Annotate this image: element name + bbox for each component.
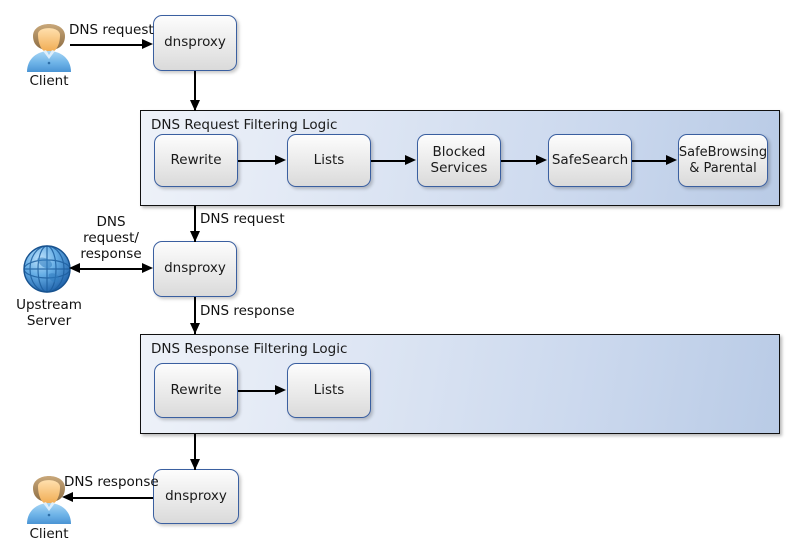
edge-label-client-to-proxy: DNS request: [69, 22, 154, 38]
edge-rewrite-to-lists-line: [238, 160, 276, 162]
edge-proxy-to-client-line: [70, 497, 153, 499]
actor-caption-line2: Server: [26, 312, 72, 329]
edge-upstream-exchange-line: [79, 268, 143, 270]
response-filtering-title: DNS Response Filtering Logic: [151, 341, 348, 357]
actor-caption-line1: Upstream: [16, 297, 82, 313]
stage-label: Rewrite: [170, 151, 222, 168]
stage-rewrite-request[interactable]: Rewrite: [154, 134, 238, 187]
edge-client-to-proxy-arrowhead: [142, 38, 153, 49]
edge-client-to-proxy-line: [70, 44, 143, 46]
stage-label: Lists: [313, 151, 345, 168]
stage-rewrite-response[interactable]: Rewrite: [154, 363, 238, 418]
stage-label-line2: & Parental: [689, 160, 757, 176]
stage-label: Rewrite: [170, 381, 222, 398]
edge-label-proxy-to-respfilter: DNS response: [200, 303, 295, 319]
stage-safesearch[interactable]: SafeSearch: [548, 134, 632, 187]
edge-resp-rewrite-to-lists-arrowhead: [275, 384, 286, 395]
stage-label: Lists: [313, 381, 345, 398]
actor-client-top: Client: [19, 14, 79, 89]
edge-upstream-exchange-arrowhead-left: [69, 262, 80, 273]
edge-label-line1: DNS: [96, 214, 126, 230]
stage-lists-response[interactable]: Lists: [287, 363, 371, 418]
request-filtering-title: DNS Request Filtering Logic: [151, 117, 338, 133]
actor-client-bottom: Client: [19, 466, 79, 544]
stage-lists-request[interactable]: Lists: [287, 134, 371, 187]
edge-label-proxy-to-client: DNS response: [64, 474, 159, 490]
edge-label-reqfilter-to-proxy: DNS request: [200, 211, 285, 227]
edge-upstream-exchange-arrowhead-right: [142, 262, 153, 273]
dnsproxy-middle-box[interactable]: dnsproxy: [153, 241, 237, 297]
globe-icon: [23, 245, 71, 293]
edge-reqfilter-to-proxy-line: [194, 206, 196, 242]
edge-rewrite-to-lists-arrowhead: [275, 154, 286, 165]
actor-caption: Upstream Server: [4, 297, 94, 330]
edge-proxy-to-respfilter-arrowhead: [189, 323, 200, 334]
edge-respfilter-to-proxy-line: [194, 434, 196, 470]
stage-blocked-services[interactable]: Blocked Services: [417, 134, 501, 187]
actor-caption: Client: [29, 73, 69, 89]
stage-label-line1: Blocked: [432, 143, 486, 160]
edge-respfilter-to-proxy-arrowhead: [189, 459, 200, 470]
edge-lists-to-blocked-line: [371, 160, 406, 162]
actor-caption: Client: [29, 526, 69, 542]
stage-label-line2: Services: [430, 159, 488, 176]
stage-safebrowsing-parental[interactable]: SafeBrowsing & Parental: [678, 134, 768, 187]
edge-label-line3: response: [80, 245, 142, 262]
dnsproxy-top-box[interactable]: dnsproxy: [153, 15, 237, 71]
actor-upstream-server: Upstream Server: [16, 243, 82, 329]
edge-proxy-to-reqfilter-line: [194, 71, 196, 111]
user-avatar-icon: [27, 24, 71, 72]
stage-label: SafeSearch: [551, 151, 629, 168]
edge-label-upstream-exchange: DNS request/ response: [75, 214, 147, 263]
user-avatar-icon: [27, 476, 71, 524]
response-filtering-container: DNS Response Filtering Logic: [140, 334, 780, 434]
dnsproxy-middle-label: dnsproxy: [164, 260, 226, 277]
dnsproxy-top-label: dnsproxy: [164, 34, 226, 51]
stage-label-line1: SafeBrowsing: [678, 145, 768, 161]
edge-blocked-to-safesearch-arrowhead: [536, 154, 547, 165]
edge-lists-to-blocked-arrowhead: [405, 154, 416, 165]
edge-safesearch-to-safebrowsing-line: [632, 160, 667, 162]
edge-safesearch-to-safebrowsing-arrowhead: [666, 154, 677, 165]
edge-proxy-to-client-arrowhead: [62, 491, 73, 502]
edge-reqfilter-to-proxy-arrowhead: [189, 231, 200, 242]
edge-blocked-to-safesearch-line: [501, 160, 537, 162]
dnsproxy-bottom-box[interactable]: dnsproxy: [153, 469, 239, 524]
edge-proxy-to-reqfilter-arrowhead: [189, 100, 200, 111]
edge-label-line2: request/: [83, 229, 139, 246]
edge-proxy-to-respfilter-line: [194, 297, 196, 334]
dnsproxy-bottom-label: dnsproxy: [165, 487, 227, 504]
edge-resp-rewrite-to-lists-line: [238, 390, 276, 392]
